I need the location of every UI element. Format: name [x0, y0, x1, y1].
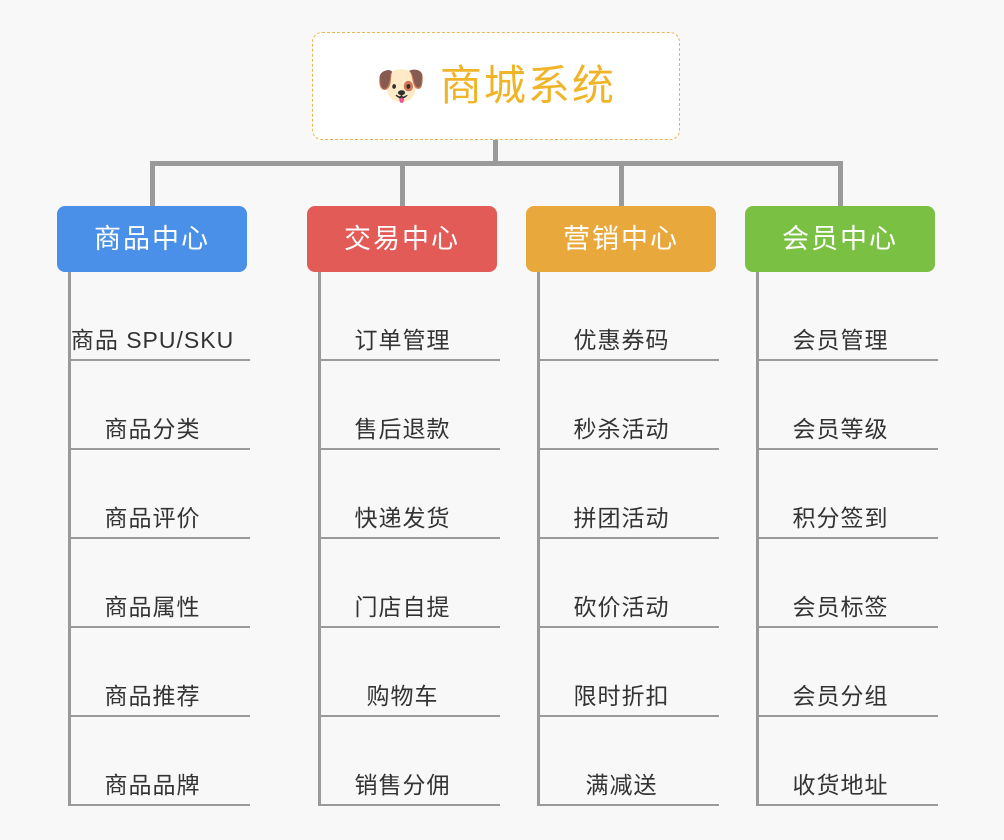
leaf-label: 秒杀活动: [573, 415, 670, 442]
leaf-item[interactable]: 商品 SPU/SKU: [71, 272, 250, 361]
leaf-label: 商品品牌: [104, 771, 201, 798]
leaf-list-2: 订单管理 售后退款 快递发货 门店自提 购物车 销售分佣: [318, 272, 500, 806]
leaf-label: 商品 SPU/SKU: [70, 326, 235, 353]
branch-column-4: 会员中心 会员管理 会员等级 积分签到 会员标签 会员分组 收货地址: [745, 206, 938, 806]
leaf-label: 优惠券码: [573, 326, 670, 353]
leaf-item[interactable]: 商品品牌: [71, 717, 250, 806]
leaf-item[interactable]: 购物车: [321, 628, 500, 717]
leaf-item[interactable]: 商品评价: [71, 450, 250, 539]
leaf-item[interactable]: 商品分类: [71, 361, 250, 450]
leaf-item[interactable]: 积分签到: [759, 450, 938, 539]
leaf-item[interactable]: 满减送: [540, 717, 719, 806]
leaf-label: 销售分佣: [354, 771, 451, 798]
leaf-label: 满减送: [585, 771, 658, 798]
leaf-item[interactable]: 会员管理: [759, 272, 938, 361]
leaf-item[interactable]: 限时折扣: [540, 628, 719, 717]
leaf-item[interactable]: 优惠券码: [540, 272, 719, 361]
branch-column-3: 营销中心 优惠券码 秒杀活动 拼团活动 砍价活动 限时折扣 满减送: [526, 206, 719, 806]
branch-drop-connector-4: [838, 161, 843, 206]
leaf-item[interactable]: 订单管理: [321, 272, 500, 361]
branch-header-label-1: 商品中心: [94, 223, 210, 254]
root-stem-connector: [493, 140, 498, 165]
leaf-list-4: 会员管理 会员等级 积分签到 会员标签 会员分组 收货地址: [756, 272, 938, 806]
leaf-label: 门店自提: [354, 593, 451, 620]
leaf-item[interactable]: 拼团活动: [540, 450, 719, 539]
branch-column-2: 交易中心 订单管理 售后退款 快递发货 门店自提 购物车 销售分佣: [307, 206, 500, 806]
branch-drop-connector-3: [619, 161, 624, 206]
leaf-label: 会员标签: [792, 593, 889, 620]
leaf-item[interactable]: 会员标签: [759, 539, 938, 628]
leaf-item[interactable]: 砍价活动: [540, 539, 719, 628]
branch-header-label-2: 交易中心: [344, 223, 460, 254]
branch-column-1: 商品中心 商品 SPU/SKU 商品分类 商品评价 商品属性 商品推荐 商品品牌: [57, 206, 250, 806]
branch-header-3[interactable]: 营销中心: [526, 206, 716, 272]
leaf-label: 快递发货: [354, 504, 451, 531]
leaf-label: 限时折扣: [573, 682, 670, 709]
branch-drop-connector-2: [400, 161, 405, 206]
branch-drop-connector-1: [150, 161, 155, 206]
branch-header-2[interactable]: 交易中心: [307, 206, 497, 272]
leaf-label: 会员分组: [792, 682, 889, 709]
branch-bus-connector: [150, 161, 843, 166]
leaf-label: 商品分类: [104, 415, 201, 442]
leaf-label: 会员等级: [792, 415, 889, 442]
leaf-label: 购物车: [366, 682, 439, 709]
leaf-item[interactable]: 销售分佣: [321, 717, 500, 806]
leaf-item[interactable]: 秒杀活动: [540, 361, 719, 450]
leaf-item[interactable]: 商品属性: [71, 539, 250, 628]
leaf-list-1: 商品 SPU/SKU 商品分类 商品评价 商品属性 商品推荐 商品品牌: [68, 272, 250, 806]
leaf-list-3: 优惠券码 秒杀活动 拼团活动 砍价活动 限时折扣 满减送: [537, 272, 719, 806]
leaf-label: 砍价活动: [573, 593, 670, 620]
leaf-item[interactable]: 门店自提: [321, 539, 500, 628]
branch-header-label-3: 营销中心: [563, 223, 679, 254]
leaf-item[interactable]: 售后退款: [321, 361, 500, 450]
root-node[interactable]: 🐶 商城系统: [312, 32, 680, 140]
leaf-label: 拼团活动: [573, 504, 670, 531]
leaf-label: 售后退款: [354, 415, 451, 442]
leaf-item[interactable]: 会员分组: [759, 628, 938, 717]
leaf-label: 订单管理: [354, 326, 451, 353]
leaf-label: 会员管理: [792, 326, 889, 353]
leaf-item[interactable]: 商品推荐: [71, 628, 250, 717]
leaf-item[interactable]: 会员等级: [759, 361, 938, 450]
leaf-label: 积分签到: [792, 504, 889, 531]
root-title: 商城系统: [439, 62, 616, 109]
branch-header-4[interactable]: 会员中心: [745, 206, 935, 272]
leaf-label: 商品评价: [104, 504, 201, 531]
shiba-dog-face-icon: 🐶: [376, 64, 426, 108]
leaf-label: 商品推荐: [104, 682, 201, 709]
leaf-item[interactable]: 收货地址: [759, 717, 938, 806]
leaf-item[interactable]: 快递发货: [321, 450, 500, 539]
branch-header-label-4: 会员中心: [782, 223, 898, 254]
leaf-label: 商品属性: [104, 593, 201, 620]
branch-header-1[interactable]: 商品中心: [57, 206, 247, 272]
leaf-label: 收货地址: [792, 771, 889, 798]
